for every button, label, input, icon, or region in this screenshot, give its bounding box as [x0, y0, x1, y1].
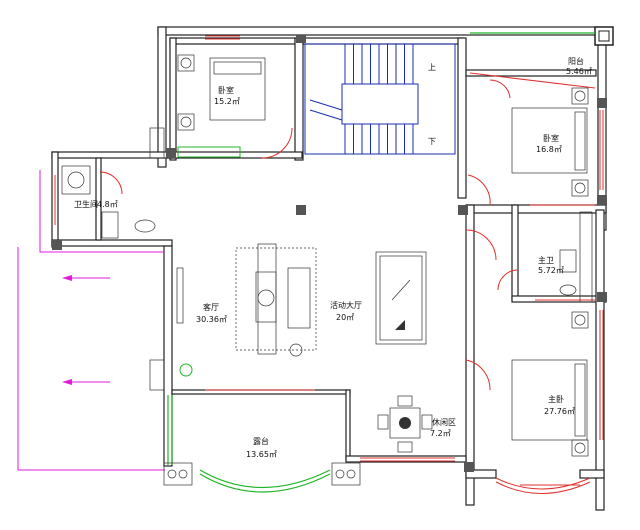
stair-down-label: 下: [428, 137, 436, 146]
exterior-walls: [51, 26, 607, 511]
room-area: 16.8㎡: [536, 145, 562, 154]
room-area: 5.72㎡: [538, 266, 564, 275]
room-labels: 卧室 15.2㎡ 阳台 5.46㎡ 卧室 16.8㎡ 卫生间 4.8㎡ 主卫 5…: [74, 56, 592, 459]
room-area: 30.36㎡: [196, 315, 227, 324]
room-activity-hall: 活动大厅 20㎡: [330, 300, 362, 322]
room-living: 客厅 30.36㎡: [196, 302, 227, 324]
room-name: 卫生间: [74, 199, 98, 209]
room-name: 休闲区: [432, 417, 456, 427]
room-name: 客厅: [203, 302, 219, 312]
staircase: [304, 43, 456, 155]
room-area: 5.46㎡: [566, 67, 592, 76]
room-area: 20㎡: [336, 313, 354, 322]
room-leisure: 休闲区 7.2㎡: [430, 417, 456, 438]
room-balcony-s: 露台 13.65㎡: [246, 436, 277, 459]
room-name: 卧室: [218, 85, 234, 95]
furniture: [61, 54, 593, 486]
room-bedroom-nw: 卧室 15.2㎡: [214, 85, 240, 106]
room-area: 7.2㎡: [430, 429, 451, 438]
room-area: 15.2㎡: [214, 97, 240, 106]
room-name: 主卫: [538, 255, 554, 265]
room-name: 露台: [253, 436, 269, 446]
room-master-bedroom: 主卧 27.76㎡: [544, 394, 575, 416]
windows: [54, 35, 604, 486]
room-area: 13.65㎡: [246, 450, 277, 459]
doors: [99, 79, 519, 391]
site-boundary: [17, 170, 165, 471]
room-name: 主卧: [548, 394, 564, 404]
room-name: 阳台: [568, 56, 584, 66]
room-area: 27.76㎡: [544, 407, 575, 416]
room-bedroom-e: 卧室 16.8㎡: [536, 133, 562, 154]
pillars: [52, 26, 614, 472]
room-name: 活动大厅: [330, 300, 362, 310]
room-master-bath: 主卫 5.72㎡: [538, 255, 564, 275]
room-area: 4.8㎡: [97, 200, 118, 209]
room-balcony-ne: 阳台 5.46㎡: [566, 56, 592, 76]
room-name: 卧室: [543, 133, 559, 143]
railings: [167, 32, 595, 494]
stair-up-label: 上: [428, 63, 436, 72]
room-bathroom-w: 卫生间 4.8㎡: [74, 199, 118, 209]
